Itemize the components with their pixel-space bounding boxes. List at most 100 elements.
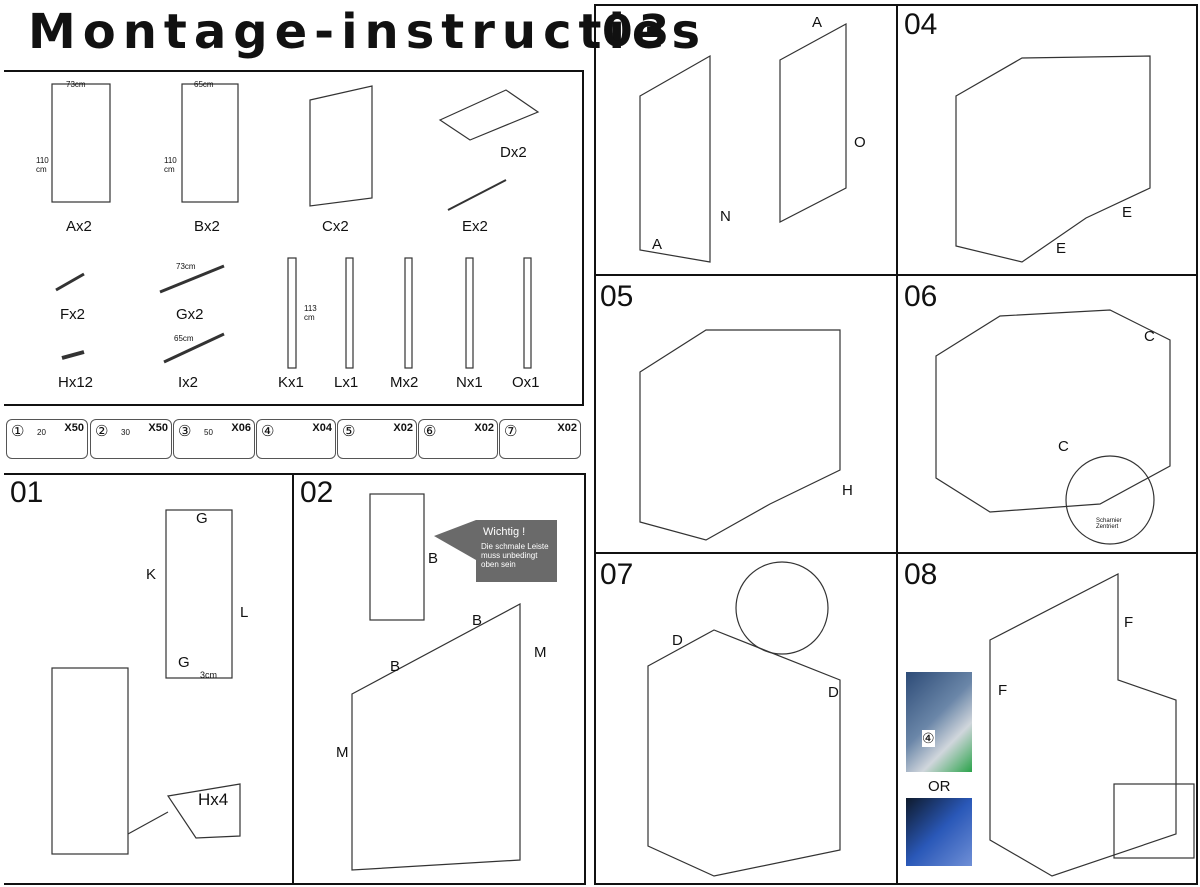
part-k-label: Kx1 [278, 374, 304, 391]
page-title: Montage-instructies [28, 4, 708, 60]
wichtig-note: Wichtig ! Die schmale Leiste muss unbedi… [476, 520, 557, 582]
part-h-label: Hx12 [58, 374, 94, 391]
step-02-number: 02 [300, 476, 334, 509]
step03-left-wall [639, 54, 711, 263]
hardware-item-3: ③ 50 X06 [173, 419, 255, 459]
part-a-height: 110 cm [36, 156, 49, 174]
step-02-panel [292, 473, 586, 885]
step08-hinge-callout [1113, 783, 1195, 859]
step04-box [955, 55, 1151, 263]
step02-assembly [351, 602, 521, 871]
step01-panel-drawing [51, 667, 129, 855]
s08-f1: F [1124, 614, 1134, 631]
s02-m1: M [534, 644, 547, 661]
hardware-item-6: ⑥ X02 [418, 419, 498, 459]
step03-right-wall [779, 22, 847, 223]
hardware-sheet [4, 404, 584, 472]
part-g-length: 73cm [176, 262, 196, 271]
s01-hx4: Hx4 [198, 790, 229, 809]
part-i-label: Ix2 [178, 374, 199, 391]
step-08-number: 08 [904, 558, 938, 591]
s06-c1: C [1144, 328, 1155, 345]
part-c-label: Cx2 [322, 218, 349, 235]
hardware-item-4: ④ X04 [256, 419, 336, 459]
s03-o: O [854, 134, 866, 151]
chain-photo-bottom [906, 798, 972, 866]
hardware-item-7: ⑦ X02 [499, 419, 581, 459]
part-a-label: Ax2 [66, 218, 92, 235]
step06-box [935, 309, 1171, 513]
part-g-drawing [159, 264, 225, 294]
part-b-drawing [181, 83, 239, 203]
part-i-drawing [163, 332, 225, 364]
s05-h: H [842, 482, 853, 499]
s07-d2: D [828, 684, 839, 701]
part-f-label: Fx2 [60, 306, 86, 323]
hardware-qty: X50 [64, 422, 84, 434]
s01-k: K [146, 566, 157, 583]
part-a-drawing [51, 83, 111, 203]
hardware-num: ⑥ [423, 423, 437, 440]
hardware-num: ⑦ [504, 423, 518, 440]
wichtig-text: Die schmale Leiste muss unbedingt oben s… [481, 542, 549, 569]
s03-a1: A [812, 14, 823, 31]
part-e-label: Ex2 [462, 218, 488, 235]
step-06-number: 06 [904, 280, 938, 313]
part-o-label: Ox1 [512, 374, 540, 391]
hardware-qty: X02 [557, 422, 577, 434]
part-e-drawing [447, 179, 507, 211]
hardware-item-5: ⑤ X02 [337, 419, 417, 459]
part-k-drawing [287, 257, 297, 369]
step07-box [647, 629, 841, 877]
step05-box [639, 329, 841, 541]
wichtig-title: Wichtig ! [483, 526, 526, 538]
hardware-num: ⑤ [342, 423, 356, 440]
hardware-num: ④ [261, 423, 275, 440]
s02-m2: M [336, 744, 349, 761]
part-m-drawing [404, 257, 413, 369]
hardware-item-1: ① 20 X50 [6, 419, 88, 459]
step-07-number: 07 [600, 558, 634, 591]
s01-g-bottom: G [178, 654, 190, 671]
s08-f2: F [998, 682, 1008, 699]
step-04-number: 04 [904, 8, 938, 41]
part-d-label: Dx2 [500, 144, 527, 161]
s01-l: L [240, 604, 249, 621]
step-08-panel [896, 552, 1198, 885]
part-h-drawing [61, 350, 85, 360]
hardware-size: 50 [204, 428, 213, 437]
hardware-num: ① [11, 423, 25, 440]
hardware-qty: X50 [148, 422, 168, 434]
part-i-length: 65cm [174, 334, 194, 343]
part-b-label: Bx2 [194, 218, 220, 235]
part-l-drawing [345, 257, 354, 369]
part-m-label: Mx2 [390, 374, 419, 391]
s02-b1: B [428, 550, 439, 567]
part-c-drawing [309, 85, 373, 207]
s04-e2: E [1056, 240, 1067, 257]
hardware-qty: X06 [231, 422, 251, 434]
step07-detail-circle [735, 561, 829, 655]
part-k-length: 113 cm [304, 304, 317, 322]
hardware-qty: X02 [393, 422, 413, 434]
hardware-size: 30 [121, 428, 130, 437]
or-label: OR [928, 778, 951, 795]
s02-b3: B [390, 658, 401, 675]
hardware-size: 20 [37, 428, 46, 437]
part-f-drawing [55, 272, 85, 292]
hardware-num: ② [95, 423, 109, 440]
part-g-label: Gx2 [176, 306, 204, 323]
part-b-width: 65cm [194, 80, 214, 89]
step01-frame [165, 509, 233, 679]
hardware-qty: X02 [474, 422, 494, 434]
s02-b2: B [472, 612, 483, 629]
hinge-detail-circle [1065, 455, 1155, 545]
part-n-label: Nx1 [456, 374, 483, 391]
step02-panel-b [369, 493, 425, 621]
s04-e1: E [1122, 204, 1133, 221]
part-a-width: 73cm [66, 80, 86, 89]
s01-gap: 3cm [200, 670, 218, 680]
s07-d1: D [672, 632, 683, 649]
hardware-4-marker: ④ [922, 730, 935, 747]
